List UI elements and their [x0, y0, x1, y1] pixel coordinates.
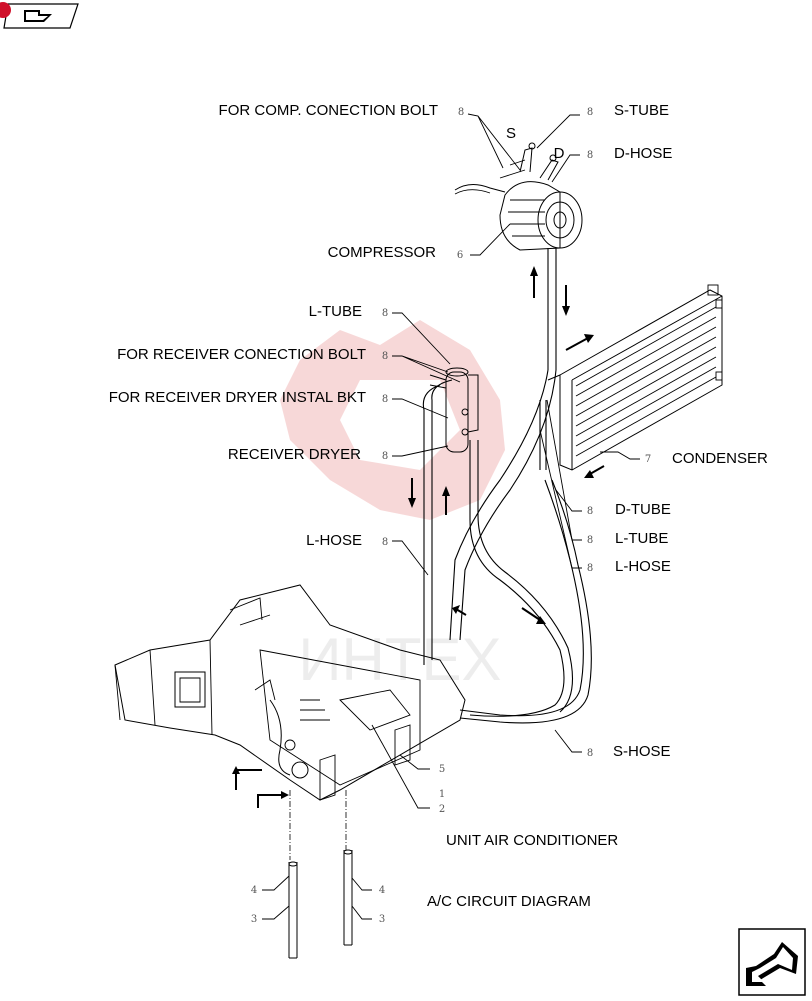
callout-8: 8: [458, 107, 464, 118]
callout-3: 3: [379, 914, 385, 925]
callout-8: 8: [587, 563, 593, 574]
callout-8: 8: [587, 107, 593, 118]
callout-8: 8: [587, 506, 593, 517]
callout-5: 5: [439, 764, 445, 775]
drain-hoses: [288, 790, 353, 959]
label-d-hose-top: D-HOSE: [614, 145, 672, 162]
label-receiver-bkt: FOR RECEIVER DRYER INSTAL BKT: [109, 389, 366, 406]
label-l-hose-right: L-HOSE: [615, 558, 671, 575]
condenser-drawing: [547, 284, 723, 471]
label-condenser: CONDENSER: [672, 450, 768, 467]
unit-air-conditioner-drawing: [114, 584, 466, 801]
next-page-button[interactable]: [738, 928, 806, 996]
leader-lines: [262, 113, 640, 920]
next-page-icon: [738, 928, 806, 996]
callout-8: 8: [382, 451, 388, 462]
label-s-tube-top: S-TUBE: [614, 102, 669, 119]
callout-4: 4: [251, 885, 257, 896]
previous-page-icon: [0, 2, 79, 29]
callout-6: 6: [457, 250, 463, 261]
label-receiver-bolt: FOR RECEIVER CONECTION BOLT: [117, 346, 366, 363]
part-labels: FOR COMP. CONECTION BOLT 8 S-TUBE 8 S D …: [109, 102, 768, 925]
label-l-hose-left: L-HOSE: [306, 532, 362, 549]
flow-arrows: [232, 266, 605, 808]
callout-3: 3: [251, 914, 257, 925]
label-receiver-dryer: RECEIVER DRYER: [228, 446, 361, 463]
letter-d: D: [554, 145, 565, 162]
callout-8: 8: [382, 308, 388, 319]
callout-7: 7: [645, 454, 651, 465]
label-compressor: COMPRESSOR: [328, 244, 437, 261]
label-s-hose: S-HOSE: [613, 743, 671, 760]
label-d-tube-right: D-TUBE: [615, 501, 671, 518]
callout-8: 8: [382, 537, 388, 548]
label-l-tube-right: L-TUBE: [615, 530, 668, 547]
previous-page-button[interactable]: [0, 0, 80, 30]
callout-8: 8: [382, 394, 388, 405]
watermark: ИНТЕХ: [280, 320, 505, 693]
watermark-text: ИНТЕХ: [298, 626, 501, 693]
receiver-dryer-drawing: [429, 367, 479, 453]
callout-8: 8: [587, 748, 593, 759]
callout-8: 8: [587, 150, 593, 161]
compressor-drawing: [454, 142, 583, 251]
hoses: [422, 248, 592, 724]
label-comp-bolt: FOR COMP. CONECTION BOLT: [219, 102, 438, 119]
letter-s: S: [506, 125, 516, 142]
label-l-tube-left: L-TUBE: [309, 303, 362, 320]
callout-1: 1: [439, 789, 445, 800]
callout-2: 2: [439, 804, 445, 815]
label-unit-ac: UNIT AIR CONDITIONER: [446, 832, 618, 849]
label-circuit-title: A/C CIRCUIT DIAGRAM: [427, 893, 591, 910]
callout-8: 8: [382, 351, 388, 362]
callout-8: 8: [587, 535, 593, 546]
callout-4: 4: [379, 885, 385, 896]
